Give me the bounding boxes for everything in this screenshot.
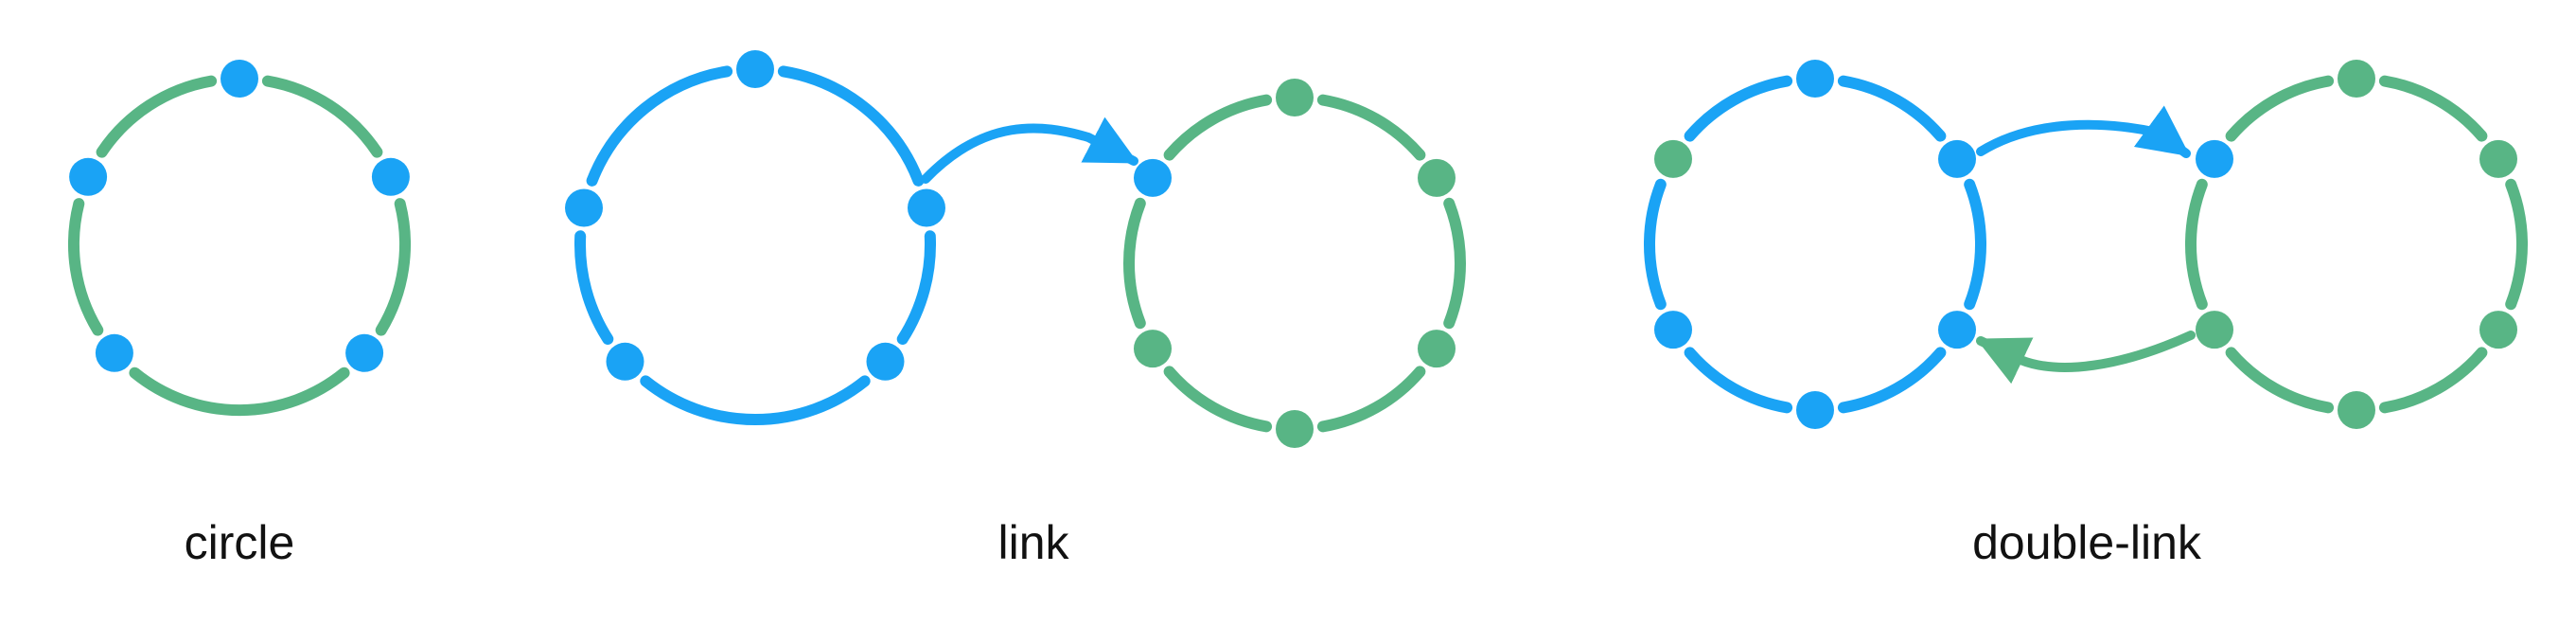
ring-node <box>1134 330 1172 368</box>
ring-double-link-blue <box>1643 60 1987 429</box>
ring-arc <box>1316 94 1426 161</box>
ring-link-green <box>1122 79 1467 448</box>
ring-arc <box>129 367 350 417</box>
ring-node <box>2479 139 2517 178</box>
ring-node <box>2338 60 2375 98</box>
ring-node <box>1654 311 1692 349</box>
ring-arc <box>67 198 104 336</box>
ring-node <box>1654 139 1692 178</box>
ring-circle <box>67 60 412 417</box>
ring-node <box>1418 330 1456 368</box>
ring-arc <box>2225 75 2335 142</box>
ring-node <box>866 342 905 381</box>
ring-arc <box>1122 197 1146 330</box>
ring-node <box>69 157 108 196</box>
ring-node <box>565 188 603 227</box>
ring-node <box>2338 391 2375 429</box>
ring-node <box>606 342 644 381</box>
diagram-label-double-link: double-link <box>1972 516 2202 569</box>
ring-arc <box>96 75 218 158</box>
ring-arc <box>1837 75 1947 142</box>
ring-link-blue <box>565 50 945 425</box>
ring-node <box>1134 158 1172 197</box>
arrow-double-link-forward <box>1976 105 2191 158</box>
arrow-link <box>921 116 1138 184</box>
ring-node <box>2196 311 2233 349</box>
diagram-link: link <box>565 50 1467 569</box>
ring-arc <box>1443 197 1467 330</box>
ring-arc <box>896 230 937 345</box>
ring-double-link-green <box>2184 60 2529 429</box>
ring-node <box>736 50 774 88</box>
ring-node <box>1938 311 1976 349</box>
ring-arc <box>1163 94 1273 161</box>
ring-arc <box>1684 75 1793 142</box>
diagram-label-link: link <box>997 516 1069 569</box>
ring-node <box>371 157 410 196</box>
ring-node <box>1276 79 1314 116</box>
ring-node <box>1418 158 1456 197</box>
ring-arc <box>640 375 871 425</box>
ring-arc <box>1643 178 1667 311</box>
ring-arc <box>1163 366 1273 433</box>
ring-node <box>1938 139 1976 178</box>
ring-arc <box>2184 178 2208 311</box>
ring-arc <box>1316 366 1426 433</box>
ring-arc <box>573 230 614 345</box>
ring-node <box>1796 391 1834 429</box>
ring-arc <box>1964 178 1987 311</box>
ring-arc <box>2378 347 2488 414</box>
ring-arc <box>1684 347 1793 414</box>
diagram-double-link: double-link <box>1643 60 2529 569</box>
ring-node <box>95 333 133 372</box>
diagram-circle: circle <box>67 60 412 569</box>
ring-arc <box>777 65 925 187</box>
ring-arc <box>261 75 383 158</box>
ring-node <box>2479 311 2517 349</box>
ring-node <box>2196 139 2233 178</box>
ring-node <box>1796 60 1834 98</box>
ring-arc <box>586 65 733 187</box>
ring-node <box>908 188 945 227</box>
arrow-double-link-back <box>1976 331 2196 385</box>
ring-node <box>221 60 258 98</box>
diagram-label-circle: circle <box>185 516 295 569</box>
ring-arc <box>2378 75 2488 142</box>
ring-arc <box>2225 347 2335 414</box>
ring-node <box>345 333 384 372</box>
ring-arc <box>1837 347 1947 414</box>
ring-arc <box>2505 178 2529 311</box>
ring-node <box>1276 410 1314 448</box>
ring-arc <box>375 198 412 336</box>
